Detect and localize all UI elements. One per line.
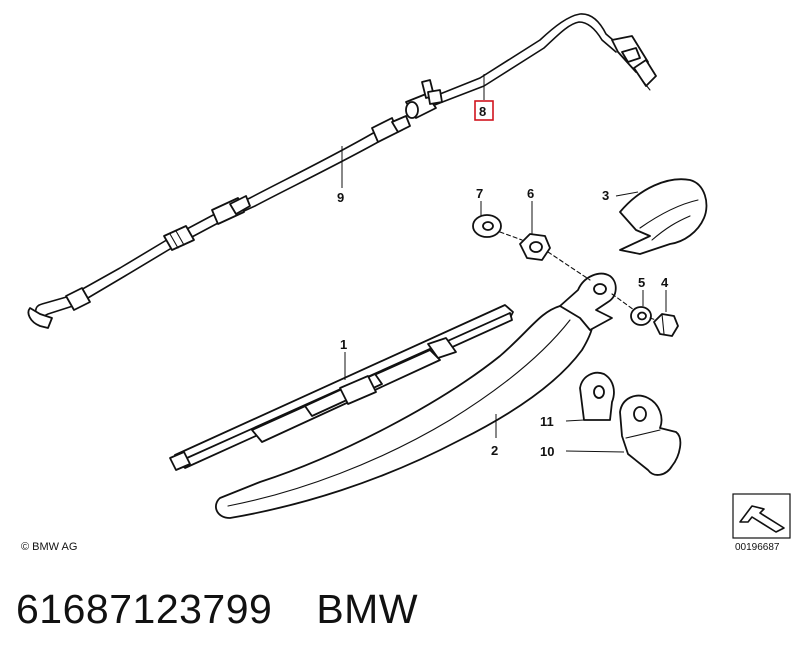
leader-3 xyxy=(615,191,639,197)
copyright-text: © BMW AG xyxy=(21,541,78,553)
callout-4: 4 xyxy=(661,275,669,290)
footer-caption: 61687123799 BMW xyxy=(16,586,418,633)
callout-7: 7 xyxy=(476,186,483,201)
wiper-blade xyxy=(169,304,514,471)
wiper-arm xyxy=(215,272,617,519)
bracket xyxy=(619,394,682,476)
callout-10: 10 xyxy=(540,444,554,459)
part-number: 61687123799 xyxy=(16,586,273,632)
brand-name: BMW xyxy=(316,586,419,632)
cap xyxy=(619,178,708,255)
highlight-box xyxy=(474,100,494,121)
callout-11: 11 xyxy=(540,414,554,429)
hex-nut-6 xyxy=(519,233,551,261)
diagram-reference-number: 00196687 xyxy=(735,542,780,553)
callout-1: 1 xyxy=(340,337,347,352)
washer-pipe xyxy=(429,13,621,99)
washer-hose xyxy=(34,121,399,319)
washer-hose-assembly xyxy=(27,13,657,329)
bracket-plate xyxy=(579,371,615,421)
nut-4 xyxy=(653,313,679,337)
hose-sleeve xyxy=(65,287,91,311)
leader-11 xyxy=(565,419,585,422)
leader-10 xyxy=(565,450,625,453)
parts-diagram: 8 9 7 6 3 5 4 1 2 11 10 xyxy=(27,13,791,539)
callout-2: 2 xyxy=(491,443,498,458)
washer-5 xyxy=(630,306,652,326)
callout-5: 5 xyxy=(638,275,645,290)
washer-7 xyxy=(472,214,502,238)
callout-8: 8 xyxy=(479,104,486,119)
orientation-arrow-icon xyxy=(732,493,791,539)
callout-9: 9 xyxy=(337,190,344,205)
callout-6: 6 xyxy=(527,186,534,201)
callout-3: 3 xyxy=(602,188,609,203)
